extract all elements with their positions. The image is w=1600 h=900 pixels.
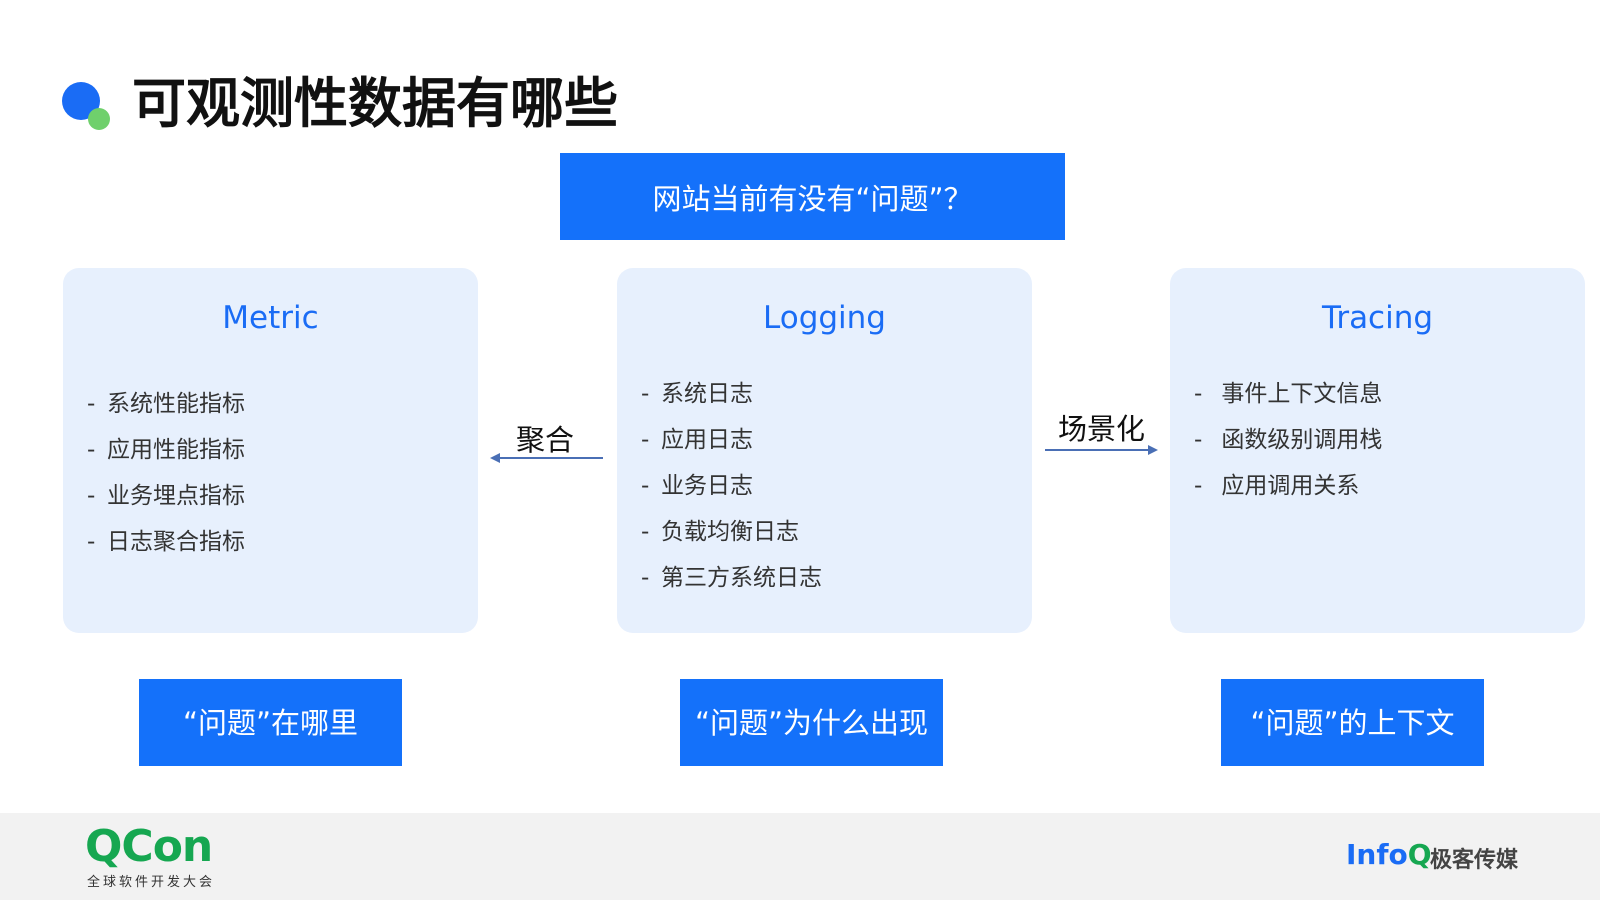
list-item: -系统性能指标	[87, 381, 245, 427]
answer-where-box: “问题”在哪里	[139, 679, 402, 766]
qcon-subtitle: 全球软件开发大会	[87, 875, 216, 890]
infoq-logo: InfoQ	[1346, 839, 1432, 871]
arrow-right-icon	[1045, 445, 1158, 455]
list-item-text: 业务埋点指标	[107, 483, 245, 509]
list-item: -应用日志	[641, 417, 822, 463]
footer: QCon 全球软件开发大会 InfoQ 极客传媒	[0, 813, 1600, 900]
metric-card: Metric -系统性能指标 -应用性能指标 -业务埋点指标 -日志聚合指标	[63, 268, 478, 633]
answer-context-box: “问题”的上下文	[1221, 679, 1484, 766]
list-item-text: 日志聚合指标	[107, 529, 245, 555]
list-item-text: 应用日志	[661, 427, 753, 453]
infoq-logo-prefix: Info	[1346, 838, 1408, 871]
list-item: -业务埋点指标	[87, 473, 245, 519]
aggregate-label: 聚合	[516, 423, 575, 457]
list-item-text: 负载均衡日志	[661, 519, 799, 545]
dash-bullet: -	[641, 565, 650, 591]
list-item: -应用性能指标	[87, 427, 245, 473]
list-item-text: 系统日志	[661, 381, 753, 407]
list-item-text: 事件上下文信息	[1221, 381, 1383, 407]
list-item: -业务日志	[641, 463, 822, 509]
arrow-left-icon	[490, 453, 603, 463]
tracing-card: Tracing - 事件上下文信息 - 函数级别调用栈 - 应用调用关系	[1170, 268, 1585, 633]
answer-why-box: “问题”为什么出现	[680, 679, 943, 766]
dash-bullet: -	[1194, 381, 1203, 407]
logging-card: Logging -系统日志 -应用日志 -业务日志 -负载均衡日志 -第三方系统…	[617, 268, 1032, 633]
infoq-logo-q: Q	[1407, 838, 1432, 871]
dash-bullet: -	[1194, 427, 1203, 453]
logging-card-title: Logging	[763, 300, 886, 336]
list-item-text: 系统性能指标	[107, 391, 245, 417]
slide-title: 可观测性数据有哪些	[132, 72, 618, 135]
tracing-list: - 事件上下文信息 - 函数级别调用栈 - 应用调用关系	[1194, 371, 1382, 509]
list-item: -日志聚合指标	[87, 519, 245, 565]
list-item-text: 第三方系统日志	[661, 565, 822, 591]
dash-bullet: -	[641, 381, 650, 407]
list-item: - 应用调用关系	[1194, 463, 1382, 509]
tracing-card-title: Tracing	[1321, 300, 1434, 336]
list-item: -负载均衡日志	[641, 509, 822, 555]
dash-bullet: -	[641, 473, 650, 499]
list-item: - 事件上下文信息	[1194, 371, 1382, 417]
geek-media-logo: 极客传媒	[1430, 848, 1519, 873]
list-item-text: 应用调用关系	[1221, 473, 1360, 499]
list-item-text: 函数级别调用栈	[1221, 427, 1383, 453]
dash-bullet: -	[641, 519, 650, 545]
logging-list: -系统日志 -应用日志 -业务日志 -负载均衡日志 -第三方系统日志	[641, 371, 822, 601]
dash-bullet: -	[87, 391, 96, 417]
list-item: -第三方系统日志	[641, 555, 822, 601]
dash-bullet: -	[1194, 473, 1203, 499]
dash-bullet: -	[87, 437, 96, 463]
list-item: - 函数级别调用栈	[1194, 417, 1382, 463]
scenario-label: 场景化	[1058, 412, 1146, 446]
metric-card-title: Metric	[222, 300, 319, 336]
dash-bullet: -	[641, 427, 650, 453]
list-item-text: 应用性能指标	[107, 437, 245, 463]
title-dot-green-icon	[88, 108, 110, 130]
dash-bullet: -	[87, 529, 96, 555]
list-item-text: 业务日志	[661, 473, 753, 499]
question-banner: 网站当前有没有“问题”？	[560, 153, 1065, 240]
dash-bullet: -	[87, 483, 96, 509]
metric-list: -系统性能指标 -应用性能指标 -业务埋点指标 -日志聚合指标	[87, 381, 245, 565]
qcon-logo: QCon	[85, 821, 213, 872]
list-item: -系统日志	[641, 371, 822, 417]
